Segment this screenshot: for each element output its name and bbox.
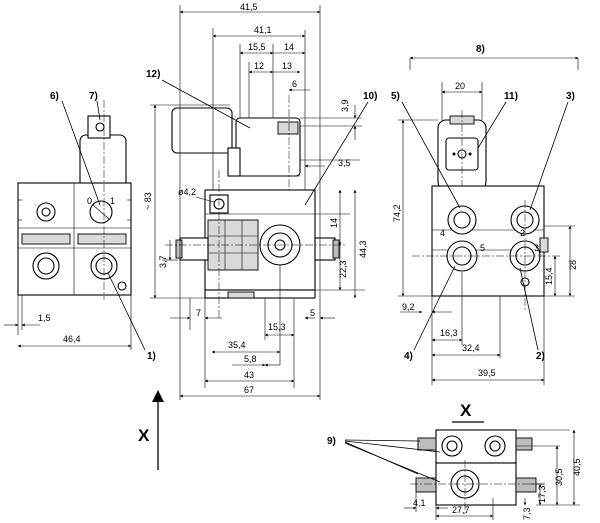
dim-12: 12 — [254, 61, 264, 71]
dim-41-1: 41,1 — [254, 25, 272, 35]
dim-67: 67 — [244, 385, 254, 395]
arrow-up-icon — [152, 390, 164, 402]
dim-3-9: 3,9 — [340, 99, 350, 112]
dim-13: 13 — [282, 61, 292, 71]
connector-screw — [95, 122, 105, 132]
dim-7-3: 7,3 — [522, 507, 532, 520]
fitting-right — [314, 237, 336, 261]
callout-3: 3) — [566, 91, 575, 102]
port-label-5: 5 — [480, 243, 485, 253]
callout-1: 1) — [147, 351, 156, 362]
arrow-label-x: X — [138, 426, 150, 445]
dim-35-4: 35,4 — [228, 340, 246, 350]
port-label-4: 4 — [440, 228, 445, 238]
dim-3-5: 3,5 — [338, 158, 351, 168]
dim-83: ~ 83 — [143, 192, 153, 210]
dim-44-3: 44,3 — [358, 240, 368, 258]
dim-3-7: 3,7 — [158, 255, 168, 268]
dim-15-5: 15,5 — [248, 42, 266, 52]
dim-14-top: 14 — [284, 42, 294, 52]
dim-15-4: 15,4 — [544, 267, 554, 285]
dim-5: 5 — [310, 308, 315, 318]
callout-5: 5) — [391, 91, 400, 102]
port-label-3: 3 — [534, 243, 539, 253]
callout-11: 11) — [504, 91, 518, 102]
dim-22-3: 22,3 — [338, 260, 348, 278]
dim-39-5: 39,5 — [478, 368, 496, 378]
solenoid-coil — [79, 134, 127, 191]
dim-7: 7 — [196, 308, 201, 318]
bottom-view: X 40,5 30,5 17,3 7,3 27,7 — [327, 401, 582, 520]
dim-9-2: 9,2 — [402, 302, 415, 312]
left-view: 0 1 1,5 46,4 6) 7) 1) — [4, 91, 156, 362]
callout-12: 12) — [146, 69, 160, 80]
solenoid-side — [171, 107, 233, 154]
mount-hole-left — [117, 281, 127, 291]
callout-7: 7) — [89, 91, 98, 102]
dim-14-side: 14 — [329, 218, 339, 228]
dim-74-2: 74,2 — [392, 204, 402, 222]
lever-0-label: 0 — [87, 196, 92, 206]
dim-5-8: 5,8 — [244, 354, 257, 364]
dim-4-2: ø4,2 — [178, 187, 196, 197]
center-view: 41,5 41,1 15,5 14 12 13 6 3,9 3,5 14 44,… — [143, 2, 377, 400]
callout-9: 9) — [327, 436, 336, 447]
dim-32-4: 32,4 — [462, 343, 480, 353]
dim-43: 43 — [244, 370, 254, 380]
callout-8: 8) — [476, 44, 485, 55]
dim-27-7: 27,7 — [452, 505, 470, 515]
fitting-left — [179, 237, 209, 261]
callout-2: 2) — [536, 351, 545, 362]
dim-28: 28 — [568, 260, 578, 270]
dim-17-3: 17,3 — [537, 485, 547, 503]
lever-1-label: 1 — [110, 196, 115, 206]
dim-41-5: 41,5 — [240, 2, 258, 12]
dim-4-1: 4,1 — [413, 498, 426, 508]
callout-10: 10) — [363, 91, 377, 102]
dim-46-4: 46,4 — [63, 334, 81, 344]
dim-30-5: 30,5 — [554, 468, 564, 486]
dim-1-5: 1,5 — [38, 313, 51, 323]
dim-15-3: 15,3 — [268, 322, 286, 332]
port-label-2: 2 — [520, 228, 525, 238]
right-view: 4 5 2 3 8) 20 74,2 28 15,4 9,2 16,3 — [391, 44, 579, 385]
dim-16-3: 16,3 — [440, 328, 458, 338]
callout-4: 4) — [404, 351, 413, 362]
callout-6: 6) — [50, 91, 59, 102]
bottom-view-label: X — [460, 401, 472, 420]
view-arrow: X — [138, 390, 164, 470]
dim-40-5: 40,5 — [572, 458, 582, 476]
dim-20: 20 — [455, 81, 465, 91]
dim-6: 6 — [292, 79, 297, 89]
